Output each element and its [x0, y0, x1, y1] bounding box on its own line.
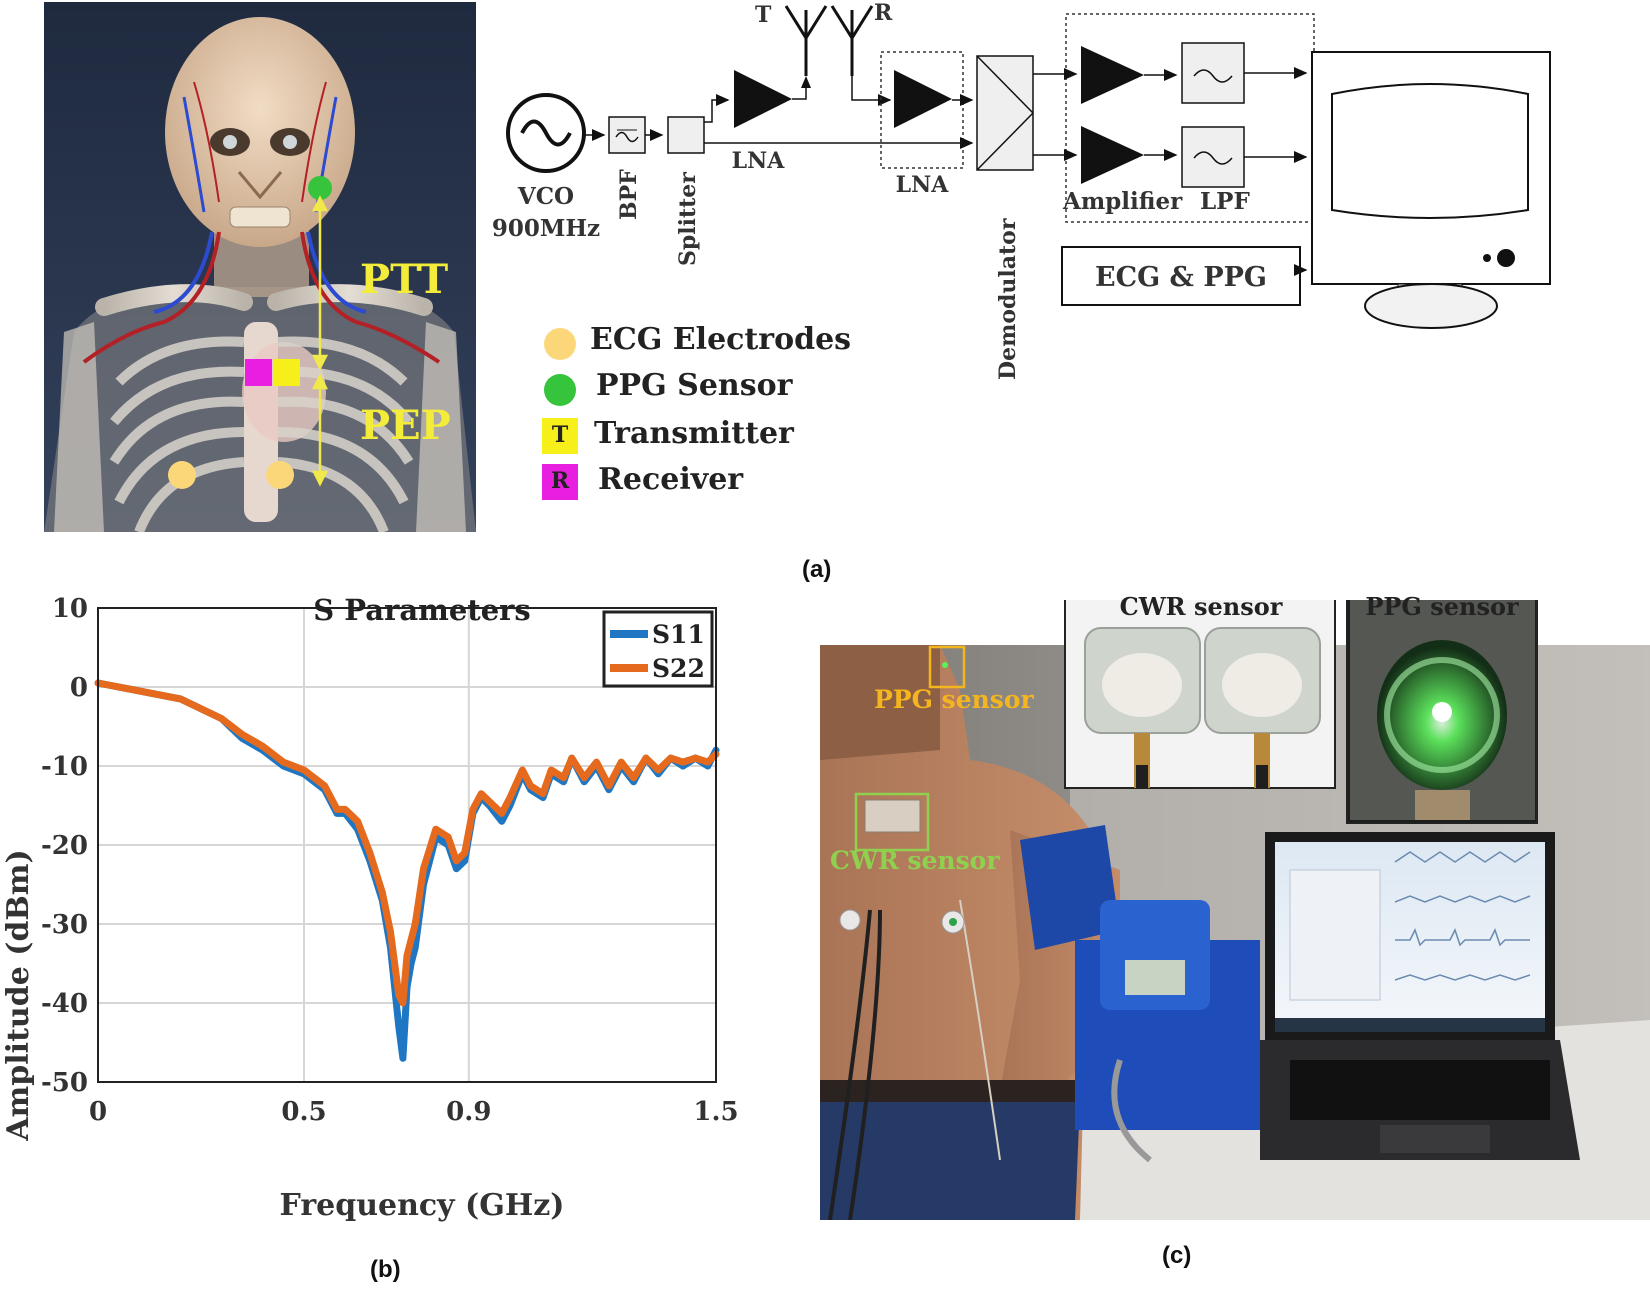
block-diagram: VCO 900MHz BPF Splitter LNA T R — [492, 0, 1551, 380]
panel-c-label: (c) — [1162, 1242, 1192, 1269]
y-tick-label: -30 — [41, 910, 88, 940]
y-tick-label: -10 — [41, 752, 88, 782]
s-parameters-chart: S Parameters Frequency (GHz) Amplitude (… — [1, 593, 739, 1223]
lna2-amplifier-icon — [894, 70, 952, 128]
lna2-label: LNA — [896, 172, 950, 198]
cwr-sensor-inset — [1064, 600, 1336, 789]
ptt-label: PTT — [360, 256, 449, 303]
panel-b-label: (b) — [370, 1256, 401, 1283]
y-tick-label: -50 — [41, 1068, 88, 1098]
lpf-label: LPF — [1200, 188, 1250, 215]
vco-frequency-label: 900MHz — [492, 215, 600, 242]
bpf-block — [608, 116, 646, 154]
vco-label: VCO — [517, 183, 574, 210]
x-tick-label: 0 — [89, 1097, 107, 1127]
panel-b: S Parameters Frequency (GHz) Amplitude (… — [0, 590, 800, 1292]
monitor-icon — [1311, 51, 1551, 329]
antenna-r-label: R — [874, 0, 893, 26]
series-line-s22 — [94, 679, 720, 1007]
chart-title: S Parameters — [313, 593, 531, 627]
legend-label-s22: S22 — [652, 654, 705, 683]
ecg-ppg-label: ECG & PPG — [1095, 262, 1267, 293]
chart-ticks: 0 0.5 0.9 1.5 10 0 -10 -20 -30 -40 -50 — [41, 594, 739, 1127]
cwr-callout-box — [854, 792, 930, 852]
cwr-inset-title: CWR sensor — [1119, 592, 1283, 621]
x-tick-label: 0.9 — [446, 1097, 491, 1127]
panel-a-label: (a) — [802, 556, 832, 583]
receive-antenna-icon — [830, 5, 874, 76]
x-tick-label: 0.5 — [281, 1097, 326, 1127]
demodulator-block — [976, 55, 1034, 171]
splitter-block — [667, 116, 705, 154]
lna1-label: LNA — [732, 148, 786, 174]
ecg-electrode-left — [168, 461, 196, 489]
amplifier-lower-icon — [1081, 126, 1144, 184]
y-tick-label: 10 — [52, 594, 88, 624]
amplifier-upper-icon — [1081, 46, 1144, 104]
anatomy-illustration — [44, 2, 476, 532]
y-tick-label: 0 — [70, 673, 88, 703]
ecg-electrode-right — [266, 461, 294, 489]
ppg-sensor-marker — [308, 176, 332, 200]
chart-series — [94, 679, 720, 1062]
pep-arrow — [311, 373, 329, 487]
ecg-swatch-icon — [544, 328, 576, 360]
legend-label-ecg: ECG Electrodes — [590, 322, 852, 357]
transmitter-marker — [273, 359, 300, 386]
receiver-marker — [245, 359, 272, 386]
pep-label: PEP — [360, 402, 451, 449]
legend-label-s11: S11 — [652, 620, 705, 649]
transmitter-swatch-icon: T — [542, 418, 578, 454]
ppg-sensor-callout: PPG sensor — [874, 685, 1034, 714]
plot-frame — [97, 607, 717, 1083]
chart-y-axis-label: Amplitude (dBm) — [1, 849, 36, 1141]
legend-label-receiver: Receiver — [598, 462, 744, 497]
experimental-setup-photo — [820, 600, 1650, 1220]
ptt-arrow — [311, 195, 329, 371]
legend-label-transmitter: Transmitter — [594, 416, 794, 451]
legend-item-ecg: ECG Electrodes — [538, 322, 858, 362]
legend-item-transmitter: T Transmitter — [538, 414, 858, 454]
lna1-amplifier-icon — [734, 70, 792, 128]
lna2-dotted-box — [880, 51, 964, 169]
y-tick-label: -20 — [41, 831, 88, 861]
ppg-callout-box — [928, 645, 966, 689]
legend-box — [602, 610, 714, 688]
sensor-legend: ECG Electrodes PPG Sensor T Transmitter … — [538, 322, 858, 512]
demodulator-label: Demodulator — [995, 218, 1021, 380]
antenna-t-label: T — [755, 2, 772, 28]
legend-item-ppg: PPG Sensor — [538, 368, 858, 408]
amplifier-label: Amplifier — [1062, 188, 1183, 215]
panel-c: CWR sensor PPG sensor PPG sensor CWR sen… — [820, 592, 1650, 1292]
cwr-sensor-callout: CWR sensor — [830, 846, 1000, 875]
bpf-label: BPF — [616, 169, 642, 220]
lpf-upper-block — [1181, 42, 1245, 104]
ppg-inset-title: PPG sensor — [1365, 592, 1519, 621]
transmit-antenna-icon — [784, 5, 828, 76]
ecg-ppg-block — [1061, 246, 1301, 306]
y-tick-label: -40 — [41, 989, 88, 1019]
ppg-swatch-icon — [544, 374, 576, 406]
splitter-label: Splitter — [675, 172, 701, 266]
panel-a: PTT PEP ECG Electrodes PPG Sensor T Tran… — [0, 0, 1650, 583]
x-tick-label: 1.5 — [693, 1097, 738, 1127]
receiver-swatch-icon: R — [542, 464, 578, 500]
legend-item-receiver: R Receiver — [538, 460, 858, 500]
legend-label-ppg: PPG Sensor — [596, 368, 793, 403]
chart-x-axis-label: Frequency (GHz) — [280, 1188, 565, 1223]
ppg-sensor-inset — [1346, 600, 1538, 824]
